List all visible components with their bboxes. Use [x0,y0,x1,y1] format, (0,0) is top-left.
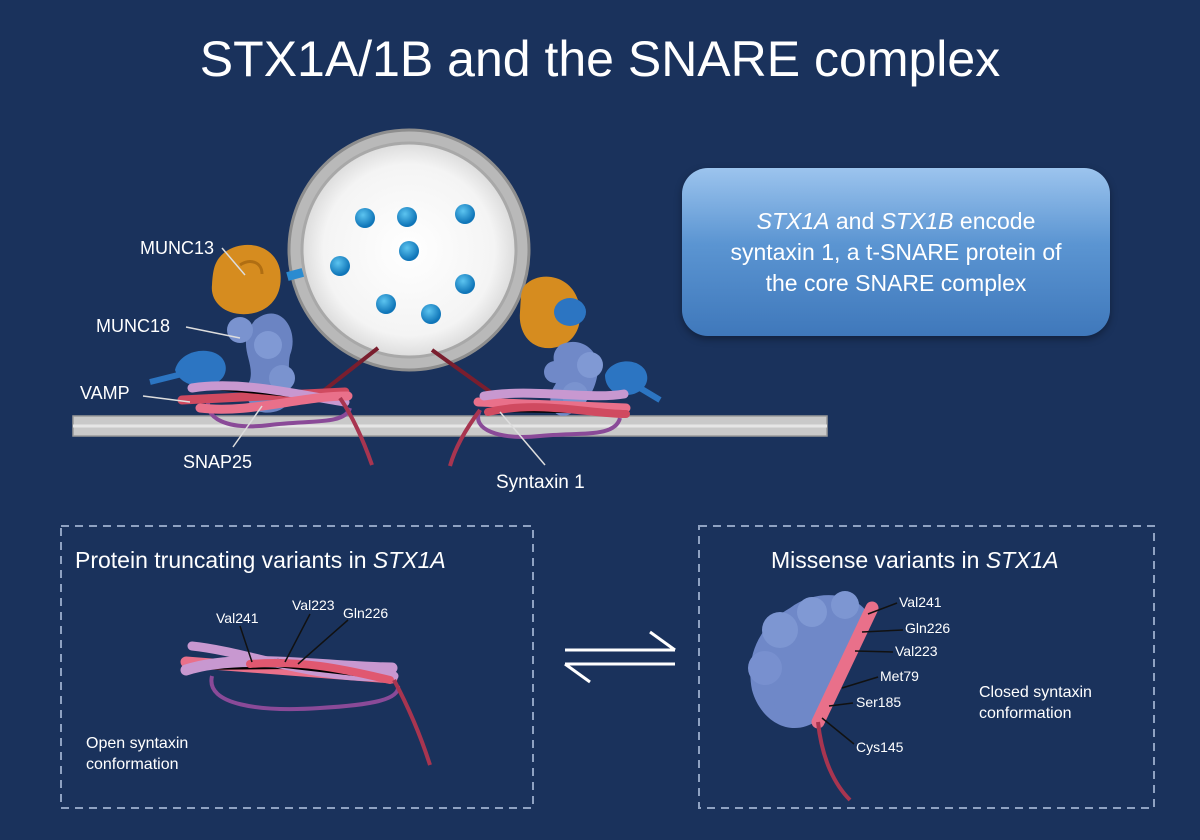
closed-conformation-label: Closed syntaxin conformation [979,684,1092,722]
info-box: STX1A and STX1B encode syntaxin 1, a t-S… [682,168,1110,336]
label-syntaxin1: Syntaxin 1 [496,472,585,493]
residue-val241-left: Val241 [216,610,259,626]
vamp-tail-right [430,348,498,398]
left-panel-title: Protein truncating variants in STX1A [75,547,446,573]
vesicle-icon [287,128,531,372]
closed-syntaxin-illustration [748,591,904,802]
residue-val241-right: Val241 [899,594,942,610]
equilibrium-arrows-icon [564,630,676,684]
label-snap25: SNAP25 [183,452,253,472]
gene-stx1b: STX1B [880,207,954,234]
open-conformation-label: Open syntaxin conformation [86,735,189,773]
residue-gln226-left: Gln226 [343,605,389,621]
info-and: and [829,207,881,234]
label-vamp: VAMP [80,383,130,403]
gene-stx1a: STX1A [756,207,830,234]
residue-met79: Met79 [880,668,919,684]
residue-val223-left: Val223 [292,597,335,613]
right-snare-complex [448,276,662,467]
right-panel-title: Missense variants in STX1A [771,547,1059,573]
residue-val223-right: Val223 [895,643,938,659]
vamp-tail-left [320,346,380,394]
residue-ser185: Ser185 [856,694,902,710]
left-snare-complex [149,244,374,466]
open-syntaxin-illustration [180,613,432,766]
residue-cys145: Cys145 [856,739,904,755]
label-munc18: MUNC18 [96,316,171,336]
residue-gln226-right: Gln226 [905,620,951,636]
info-text: encode syntaxin 1, a t-SNARE protein of … [730,207,1062,296]
label-munc13: MUNC13 [140,238,215,258]
page-title: STX1A/1B and the SNARE complex [199,31,1001,87]
right-panel-frame [698,525,1155,809]
